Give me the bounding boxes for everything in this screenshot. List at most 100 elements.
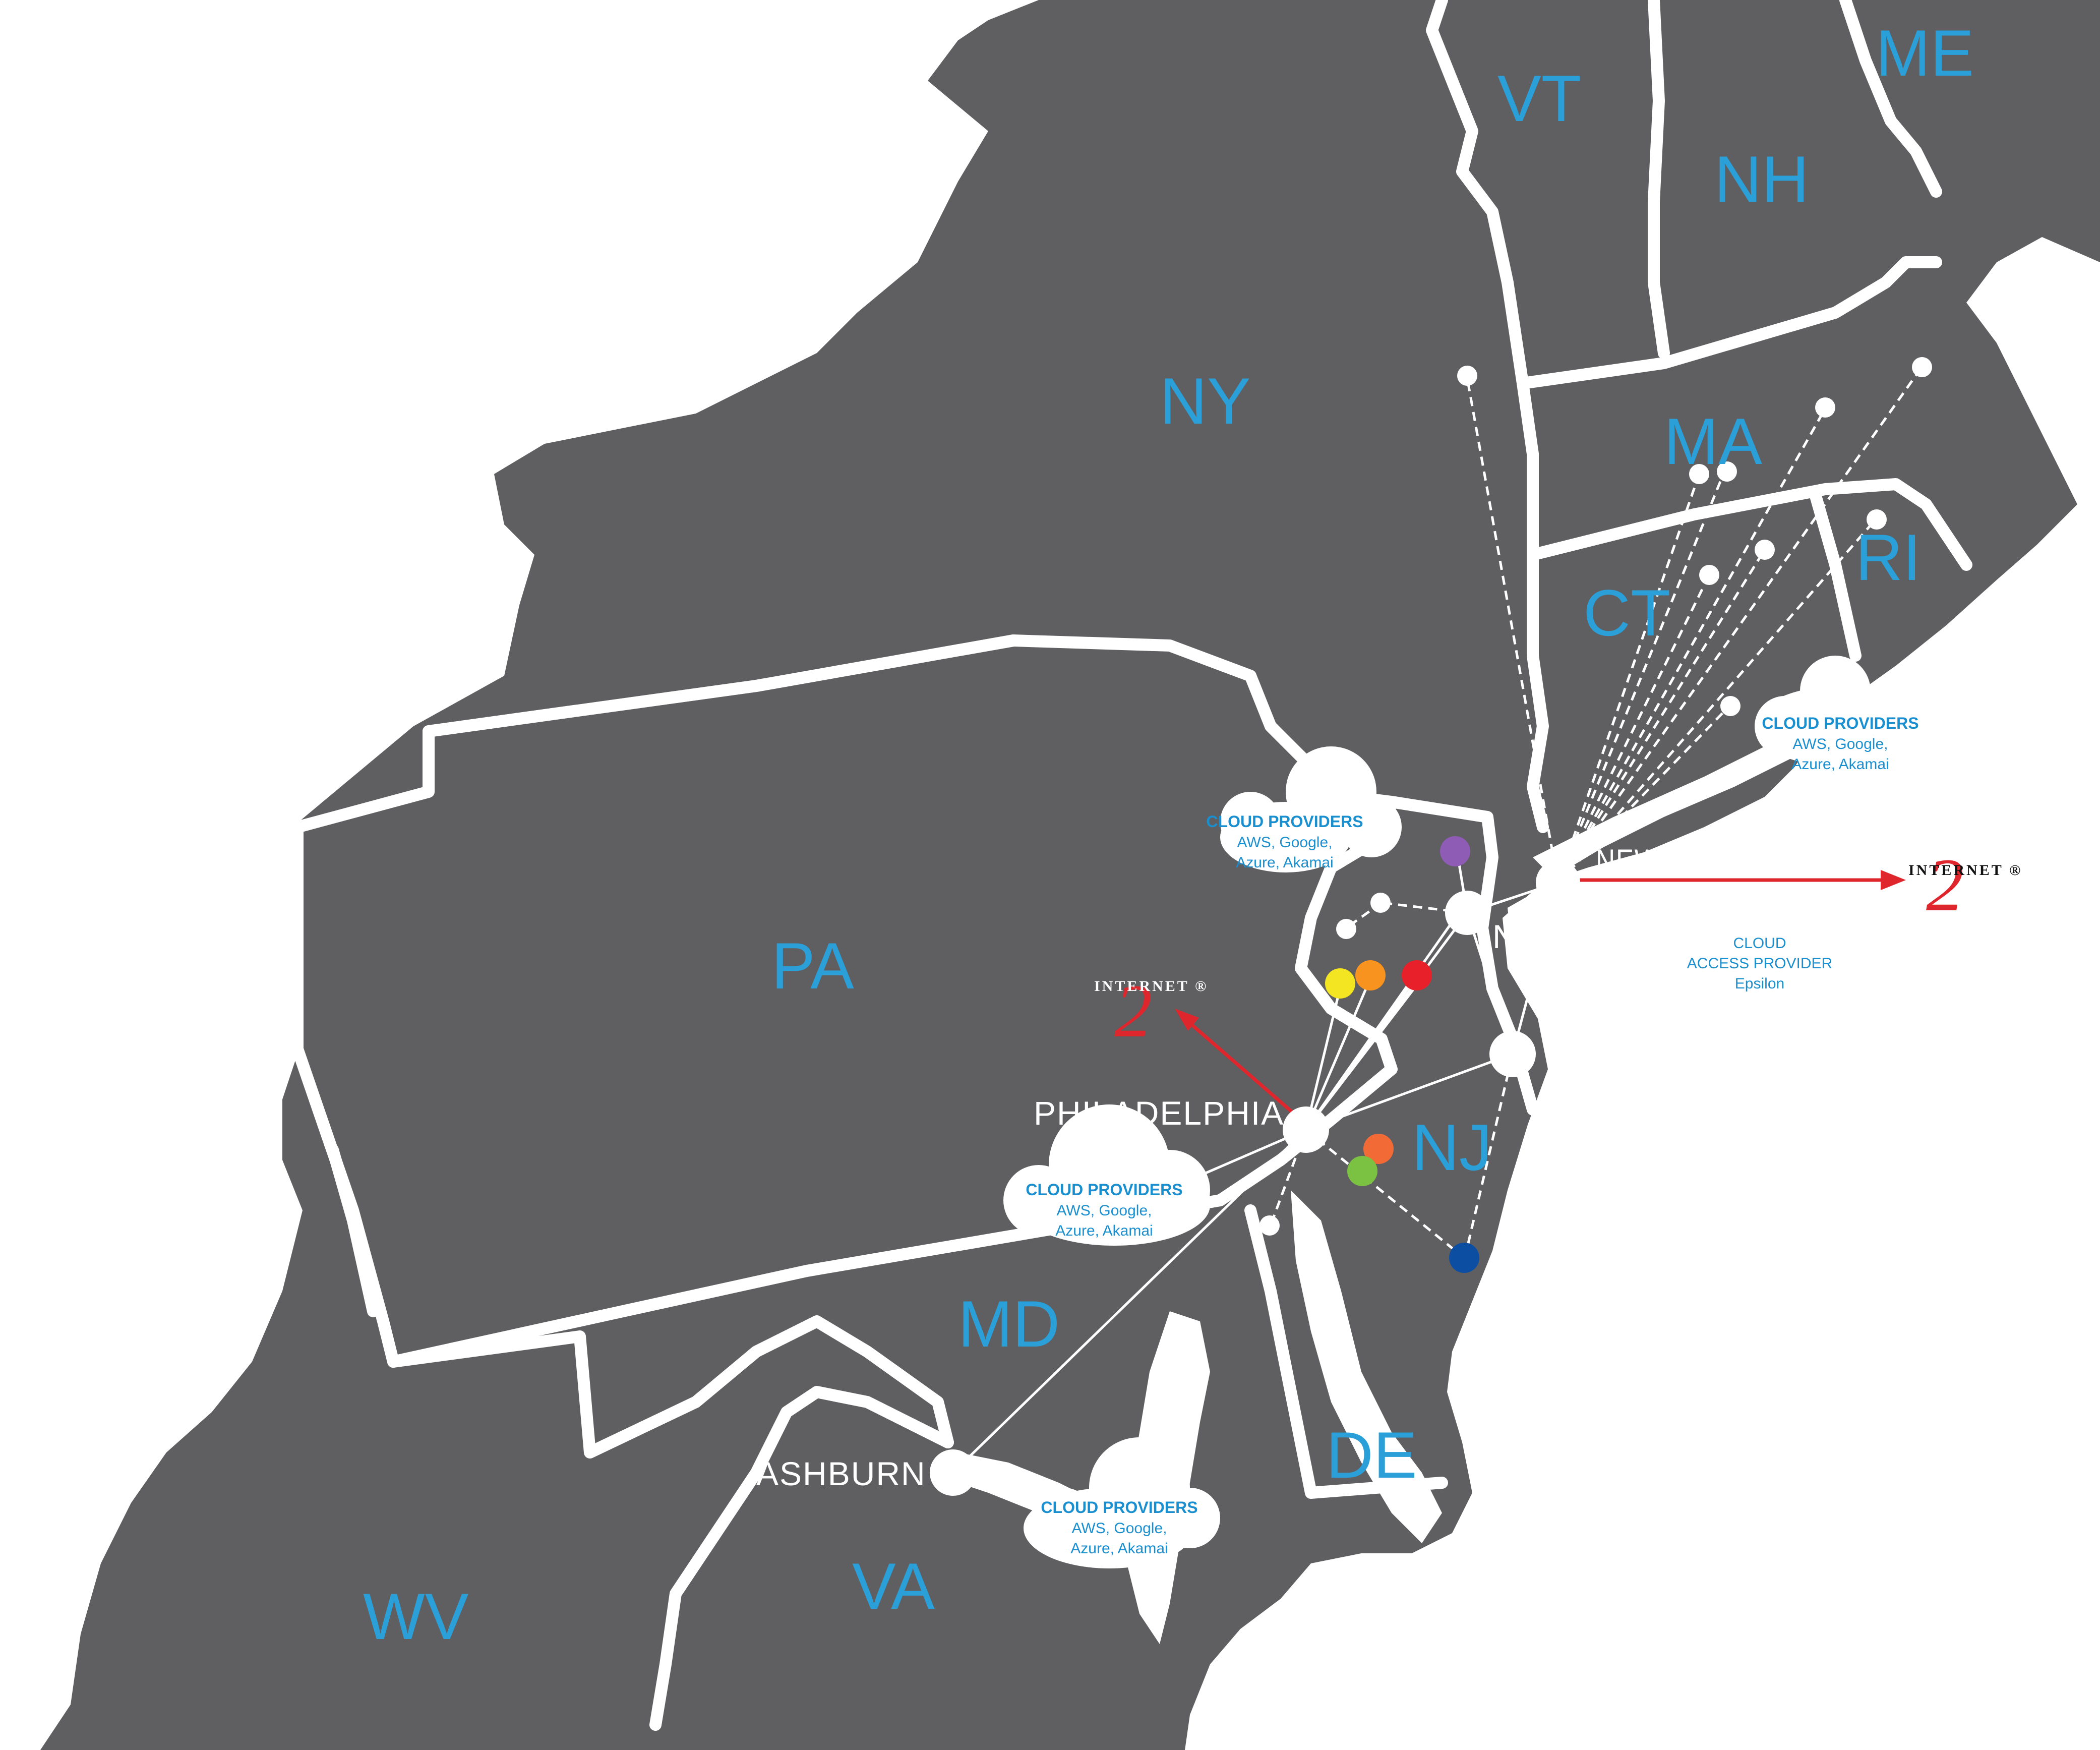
ct-ri-border [1809,488,1862,662]
ny-harbor [1508,888,1563,958]
delaware-bay [1291,1190,1442,1543]
arrow-head-philly [1175,1009,1199,1031]
city-label-ashburn: ASHBURN [756,1455,926,1492]
cloud-line1: AWS, Google, [1057,1202,1152,1219]
va-wv-border [649,1386,954,1731]
dash-ny-2 [1556,474,1701,883]
long-island-sound [1533,716,1825,878]
internet2-logo-ocean: 2 INTERNET ® [1908,843,2022,927]
colored-endpoints [1325,836,1479,1273]
nh-me-border [1839,0,1942,198]
landmass-main [40,0,2100,1750]
de-border [1244,1204,1448,1499]
city-label-new-york: NEW YORK [1596,842,1747,880]
cloud-icon [1220,746,1402,872]
cloud-title: CLOUD PROVIDERS [1026,1181,1182,1199]
access-line1: CLOUD [1733,935,1786,952]
link-philly-ashburn [952,1129,1307,1474]
ny-pa-line [423,634,1019,737]
endpoint-ny-north[interactable] [1457,366,1477,386]
hub-newark[interactable] [1445,891,1489,935]
cloud-title: CLOUD PROVIDERS [1206,812,1363,831]
cloud-labels: CLOUD PROVIDERS AWS, Google, Azure, Akam… [1026,714,1918,1557]
nodes [930,357,1932,1496]
state-label-vt: VT [1497,62,1581,135]
dash-ny-3 [1556,471,1726,883]
arrow-philly-internet2 [1183,1017,1302,1121]
state-borders [291,0,1972,1731]
link-philly-yellow [1304,983,1343,1130]
endpoint-ma-4[interactable] [1912,357,1932,377]
endpoint-li[interactable] [1720,696,1741,716]
dash-ny-9 [1557,705,1730,884]
cloud-line2: Azure, Akamai [1236,854,1333,871]
link-philly-ne-hub [1304,912,1469,1131]
state-label-ma: MA [1664,404,1762,478]
endpoint-de[interactable] [1259,1215,1280,1236]
endpoint-blue[interactable] [1449,1243,1479,1273]
dash-philly-blue [1305,1129,1466,1259]
endpoint-ct-1[interactable] [1699,565,1719,585]
link-nehub-east [1466,912,1514,1055]
endpoint-ct-2[interactable] [1755,540,1775,560]
endpoint-ma-3[interactable] [1815,397,1835,418]
endpoint-ri[interactable] [1867,509,1887,530]
hub-nj-east[interactable] [1489,1031,1536,1077]
endpoint-orange-nj[interactable] [1363,1134,1394,1164]
dash-ny-7 [1556,549,1766,884]
city-labels: PHILADELPHIA NEW YORK ASHBURN NE [756,842,1747,1492]
access-line2: ACCESS PROVIDER [1687,955,1832,972]
city-label-newark: NE [1492,918,1541,955]
state-label-nh: NH [1714,142,1809,216]
cloud-providers-philly: CLOUD PROVIDERS AWS, Google, Azure, Akam… [1026,1181,1182,1239]
state-label-pa: PA [771,929,854,1003]
cloud-icon [1024,1437,1220,1568]
endpoint-green[interactable] [1347,1156,1377,1186]
endpoint-yellow[interactable] [1325,968,1355,999]
endpoint-nj-2[interactable] [1336,919,1356,939]
cloud-line2: Azure, Akamai [1070,1540,1168,1557]
cloud-line1: AWS, Google, [1237,834,1333,851]
pa-border [291,634,1398,1368]
endpoint-purple[interactable] [1440,836,1470,866]
internet2-mark: ® [2009,862,2022,879]
cloud-providers-nj: CLOUD PROVIDERS AWS, Google, Azure, Akam… [1206,812,1363,871]
state-label-ri: RI [1855,520,1921,594]
internet2-arrows [1175,870,1906,1121]
link-philly-orange [1304,975,1373,1130]
state-label-wv: WV [363,1580,469,1653]
state-label-ct: CT [1583,576,1670,650]
endpoint-ma-1[interactable] [1689,464,1709,484]
cloud-line2: Azure, Akamai [1055,1222,1153,1239]
link-philly-east [1305,1053,1513,1131]
state-label-de: DE [1326,1418,1417,1492]
city-label-philadelphia: PHILADELPHIA [1034,1094,1284,1132]
internet2-numeral: 2 [1114,969,1152,1053]
endpoint-red[interactable] [1402,960,1432,990]
link-east-ny [1511,882,1559,1055]
endpoint-ma-2[interactable] [1717,461,1737,482]
cloud-icon [1003,1104,1210,1246]
vt-nh-border [1648,0,1670,359]
state-label-md: MD [958,1287,1060,1361]
dash-ny-1 [1466,378,1559,883]
endpoint-orange[interactable] [1355,960,1386,990]
cloud-line1: AWS, Google, [1793,736,1888,752]
network-links [952,367,1923,1514]
hub-philadelphia[interactable] [1283,1106,1329,1153]
dash-ny-6 [1556,574,1711,884]
cloud-line2: Azure, Akamai [1791,756,1889,773]
internet2-logo-pa: 2 INTERNET ® [1094,969,1206,1053]
cloud-title: CLOUD PROVIDERS [1762,714,1918,732]
hub-ashburn[interactable] [930,1449,976,1496]
dash-blue-east [1463,1054,1514,1259]
endpoint-nj-1[interactable] [1370,893,1391,913]
wv-west-border [327,1144,379,1317]
hub-new-york[interactable] [1536,860,1580,905]
cloud-title: CLOUD PROVIDERS [1041,1498,1197,1516]
land-mass [40,0,2100,1750]
dash-ny-8 [1557,518,1877,884]
ma-north-border [1517,256,1942,389]
